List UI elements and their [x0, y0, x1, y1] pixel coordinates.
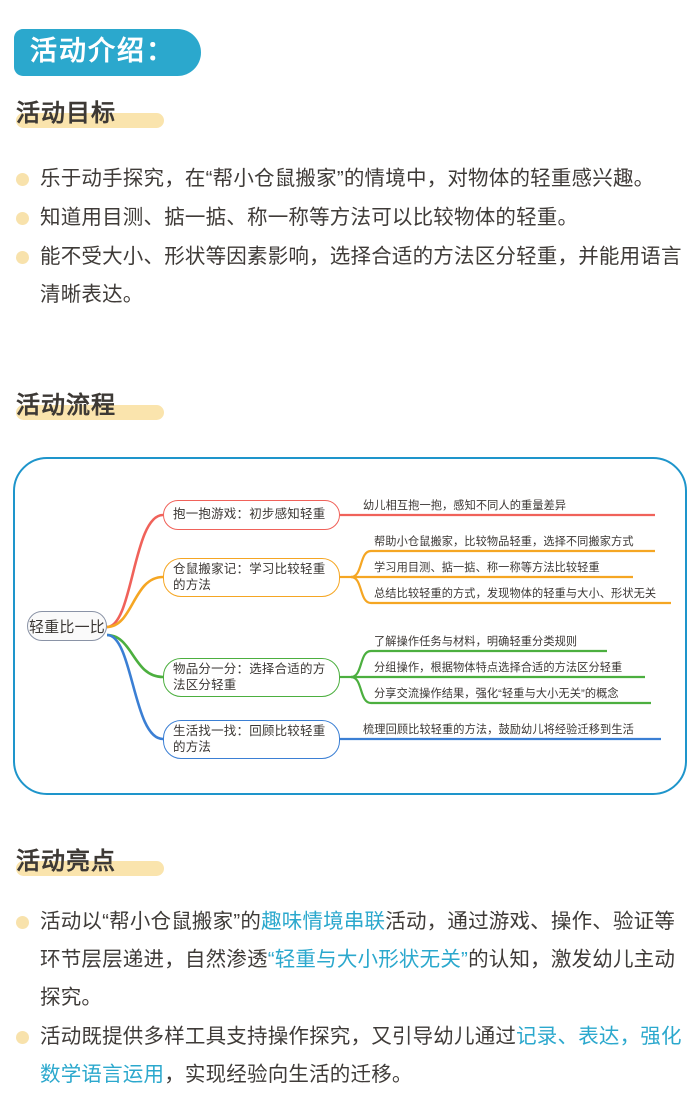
mindmap-branch-label: 物品分一分：选择合适的方法区分轻重 [173, 662, 326, 692]
highlight-plain-text: 活动，通过游戏、操作、验证等环节层层递进，自然渗透 [40, 910, 676, 971]
highlight-accent-text: “轻重与大小形状无关” [267, 948, 469, 971]
section-heading-highlights: 活动亮点 [16, 848, 164, 877]
goals-list: 乐于动手探究，在“帮小仓鼠搬家”的情境中，对物体的轻重感兴趣。 知道用目测、掂一… [14, 160, 690, 315]
highlight-plain-text: 活动既提供多样工具支持操作探究，又引导幼儿通过 [40, 1025, 517, 1048]
page-title-badge-wrapper: 活动介绍： [14, 29, 201, 76]
mindmap-connectors [106, 513, 671, 741]
mindmap-branch-label: 抱一抱游戏：初步感知轻重 [173, 507, 326, 522]
section-heading-flow-label: 活动流程 [16, 392, 116, 419]
activity-flow-diagram: 轻重比一比 抱一抱游戏：初步感知轻重 仓鼠搬家记：学习比较轻重的方法 物品分一分… [13, 457, 687, 795]
highlight-plain-text: ，实现经验向生活的迁移。 [164, 1063, 413, 1086]
highlights-list: 活动以“帮小仓鼠搬家”的趣味情境串联活动，通过游戏、操作、验证等环节层层递进，自… [14, 903, 690, 1095]
highlight-item: 活动既提供多样工具支持操作探究，又引导幼儿通过记录、表达，强化数学语言运用，实现… [14, 1018, 690, 1094]
section-heading-goals-label: 活动目标 [16, 100, 116, 127]
mindmap-detail-text: 梳理回顾比较轻重的方法，鼓励幼儿将经验迁移到生活 [363, 724, 634, 736]
mindmap-branch-node-3: 物品分一分：选择合适的方法区分轻重 [163, 658, 340, 697]
mindmap-branch-node-4: 生活找一找：回顾比较轻重的方法 [163, 720, 340, 759]
goal-item: 乐于动手探究，在“帮小仓鼠搬家”的情境中，对物体的轻重感兴趣。 [14, 160, 690, 198]
heading-highlight-bar [16, 405, 164, 421]
mindmap-detail-text: 分享交流操作结果，强化“轻重与大小无关”的概念 [374, 688, 619, 700]
mindmap-detail-text: 幼儿相互抱一抱，感知不同人的重量差异 [363, 500, 567, 512]
mindmap-branch-node-1: 抱一抱游戏：初步感知轻重 [163, 500, 340, 530]
highlight-plain-text: 的认知，激发幼儿主动探究。 [40, 948, 676, 1009]
mindmap-branch-label: 生活找一找：回顾比较轻重的方法 [173, 724, 326, 754]
mindmap-detail-text: 总结比较轻重的方式，发现物体的轻重与大小、形状无关 [374, 588, 657, 600]
goal-item: 知道用目测、掂一掂、称一称等方法可以比较物体的轻重。 [14, 199, 690, 237]
section-heading-highlights-label: 活动亮点 [16, 848, 116, 875]
mindmap-detail-text: 分组操作，根据物体特点选择合适的方法区分轻重 [374, 662, 623, 674]
highlight-accent-text: 记录、表达，强化数学语言运用 [40, 1025, 682, 1086]
mindmap-detail-text: 学习用目测、掂一掂、称一称等方法比较轻重 [374, 562, 600, 574]
highlight-item: 活动以“帮小仓鼠搬家”的趣味情境串联活动，通过游戏、操作、验证等环节层层递进，自… [14, 903, 690, 1017]
mindmap-detail-text: 帮助小仓鼠搬家，比较物品轻重，选择不同搬家方式 [374, 536, 634, 548]
mindmap-center-node: 轻重比一比 [27, 611, 107, 641]
heading-highlight-bar [16, 113, 164, 129]
section-heading-goals: 活动目标 [16, 100, 164, 129]
page-title-badge: 活动介绍： [14, 29, 201, 76]
highlight-accent-text: 趣味情境串联 [261, 910, 386, 933]
mindmap-branch-label: 仓鼠搬家记：学习比较轻重的方法 [173, 562, 326, 592]
mindmap-detail-text: 了解操作任务与材料，明确轻重分类规则 [374, 636, 578, 648]
mindmap-center-label: 轻重比一比 [28, 618, 105, 636]
mindmap-branch-node-2: 仓鼠搬家记：学习比较轻重的方法 [163, 558, 340, 597]
goal-item: 能不受大小、形状等因素影响，选择合适的方法区分轻重，并能用语言清晰表达。 [14, 238, 690, 314]
highlight-plain-text: 活动以“帮小仓鼠搬家”的 [40, 910, 262, 933]
section-heading-flow: 活动流程 [16, 392, 164, 421]
heading-highlight-bar [16, 861, 164, 877]
